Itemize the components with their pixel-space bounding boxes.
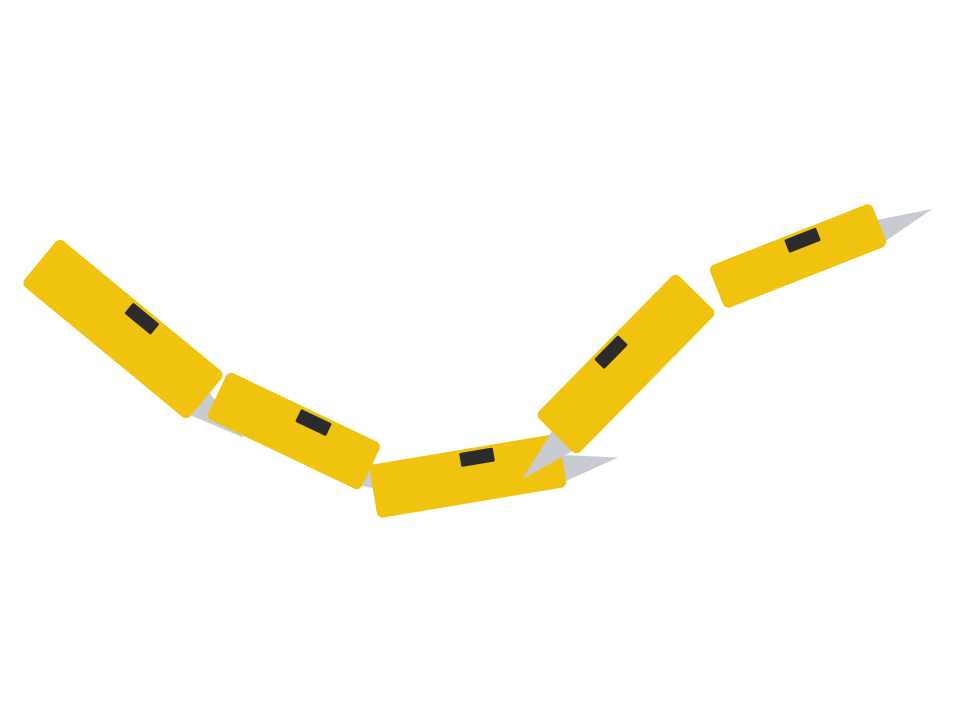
segment-4	[522, 274, 715, 480]
band-icon	[784, 227, 821, 253]
band-icon	[124, 303, 159, 335]
segment-body	[23, 239, 223, 419]
segment-body	[709, 204, 887, 308]
chain	[23, 204, 933, 518]
blade-tip-icon	[555, 454, 618, 484]
band-icon	[594, 335, 628, 369]
segment-body	[537, 274, 715, 454]
band-icon	[459, 447, 495, 467]
segment-body	[208, 372, 380, 490]
segment-body	[369, 434, 567, 518]
blade-tip-icon	[871, 208, 933, 245]
segment-3	[369, 434, 618, 518]
segment-5	[709, 204, 933, 308]
band-icon	[295, 409, 332, 436]
